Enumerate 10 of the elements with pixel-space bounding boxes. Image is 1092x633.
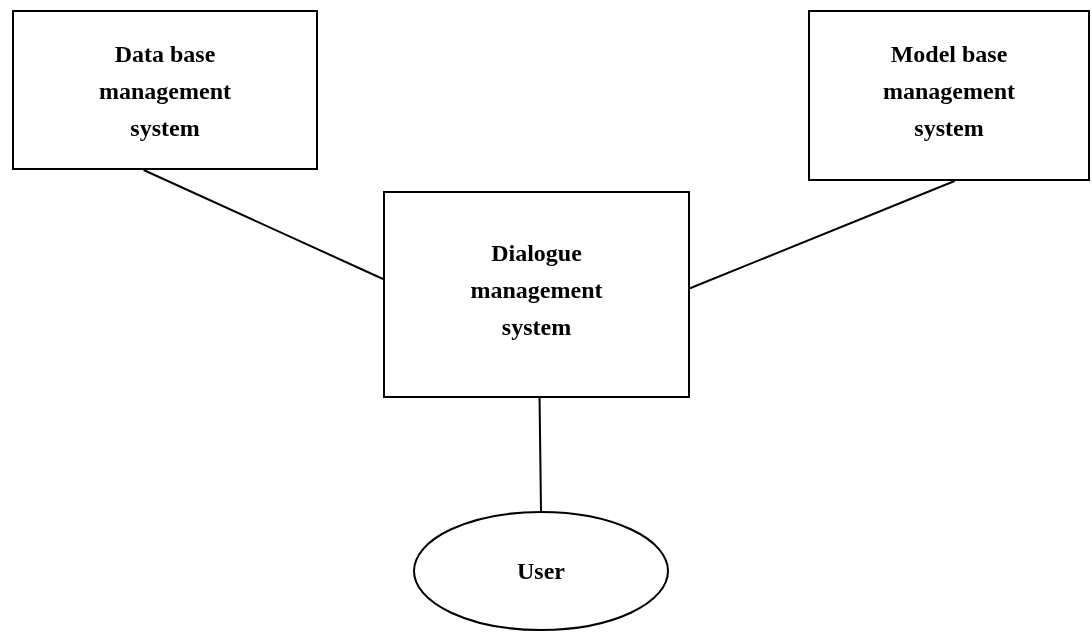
node-label: User [517,557,565,586]
system-box [808,10,1090,181]
connector-line [142,169,384,280]
system-box [383,191,690,398]
node-label: Data base management system [98,40,232,143]
node-label: Dialogue management system [469,239,604,342]
connector-line [538,397,542,512]
connector-line [689,180,956,290]
system-box [12,10,318,170]
node-label: Model base management system [882,40,1016,143]
